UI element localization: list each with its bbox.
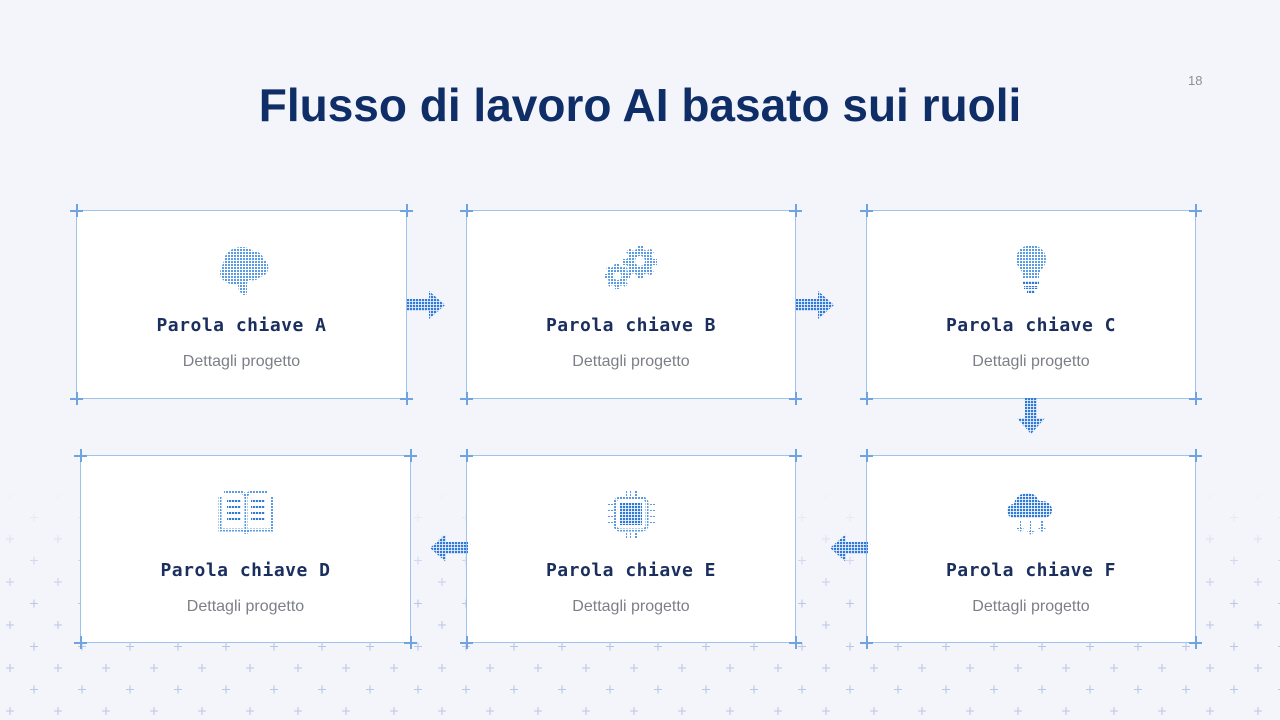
detail-label: Dettagli progetto bbox=[182, 353, 301, 370]
corner-marker bbox=[860, 449, 873, 462]
corner-marker bbox=[74, 636, 87, 649]
card-keyword-a: Parola chiave A Dettagli progetto bbox=[70, 204, 413, 405]
detail-label: Dettagli progetto bbox=[186, 598, 305, 615]
card-keyword-f: Parola chiave F Dettagli progetto bbox=[860, 449, 1202, 649]
card-keyword-b: Parola chiave B Dettagli progetto bbox=[460, 204, 802, 405]
keyword-label: Parola chiave F bbox=[945, 560, 1117, 581]
brain-icon bbox=[219, 247, 268, 295]
detail-label: Dettagli progetto bbox=[972, 353, 1090, 370]
corner-marker bbox=[460, 636, 473, 649]
corner-marker bbox=[404, 449, 417, 462]
arrow-left-icon bbox=[430, 534, 468, 562]
arrow-right-icon bbox=[796, 291, 834, 319]
card-keyword-c: Parola chiave C Dettagli progetto bbox=[860, 204, 1202, 405]
corner-marker bbox=[789, 449, 802, 462]
corner-marker bbox=[70, 204, 83, 217]
corner-marker bbox=[789, 636, 802, 649]
detail-label: Dettagli progetto bbox=[572, 598, 690, 615]
corner-marker bbox=[860, 636, 873, 649]
slide-title: Flusso di lavoro AI basato sui ruoli bbox=[258, 79, 1022, 131]
detail-label: Dettagli progetto bbox=[972, 598, 1090, 615]
corner-marker bbox=[1189, 204, 1202, 217]
corner-marker bbox=[860, 392, 873, 405]
card-keyword-d: Parola chiave D Dettagli progetto bbox=[74, 449, 417, 649]
corner-marker bbox=[400, 392, 413, 405]
arrow-right-icon bbox=[407, 291, 445, 319]
arrow-left-icon bbox=[830, 534, 868, 562]
page-number: 18 bbox=[1188, 73, 1203, 88]
keyword-label: Parola chiave C bbox=[945, 315, 1117, 336]
detail-label: Dettagli progetto bbox=[572, 353, 690, 370]
gears-icon bbox=[604, 245, 657, 289]
corner-marker bbox=[460, 204, 473, 217]
open-book-icon bbox=[218, 490, 273, 535]
corner-marker bbox=[1189, 636, 1202, 649]
keyword-label: Parola chiave D bbox=[160, 560, 331, 581]
keyword-label: Parola chiave A bbox=[156, 315, 327, 336]
corner-marker bbox=[74, 449, 87, 462]
corner-marker bbox=[860, 204, 873, 217]
corner-marker bbox=[460, 449, 473, 462]
arrow-down-icon bbox=[1017, 398, 1045, 434]
cpu-chip-icon bbox=[607, 490, 655, 538]
lightbulb-icon bbox=[1016, 245, 1046, 293]
corner-marker bbox=[70, 392, 83, 405]
keyword-label: Parola chiave E bbox=[545, 560, 717, 581]
corner-marker bbox=[460, 392, 473, 405]
corner-marker bbox=[789, 392, 802, 405]
corner-marker bbox=[404, 636, 417, 649]
corner-marker bbox=[1189, 449, 1202, 462]
corner-marker bbox=[1189, 392, 1202, 405]
keyword-label: Parola chiave B bbox=[545, 315, 717, 336]
corner-marker bbox=[789, 204, 802, 217]
card-keyword-e: Parola chiave E Dettagli progetto bbox=[460, 449, 802, 649]
cloud-download-icon bbox=[1007, 493, 1052, 535]
corner-marker bbox=[400, 204, 413, 217]
